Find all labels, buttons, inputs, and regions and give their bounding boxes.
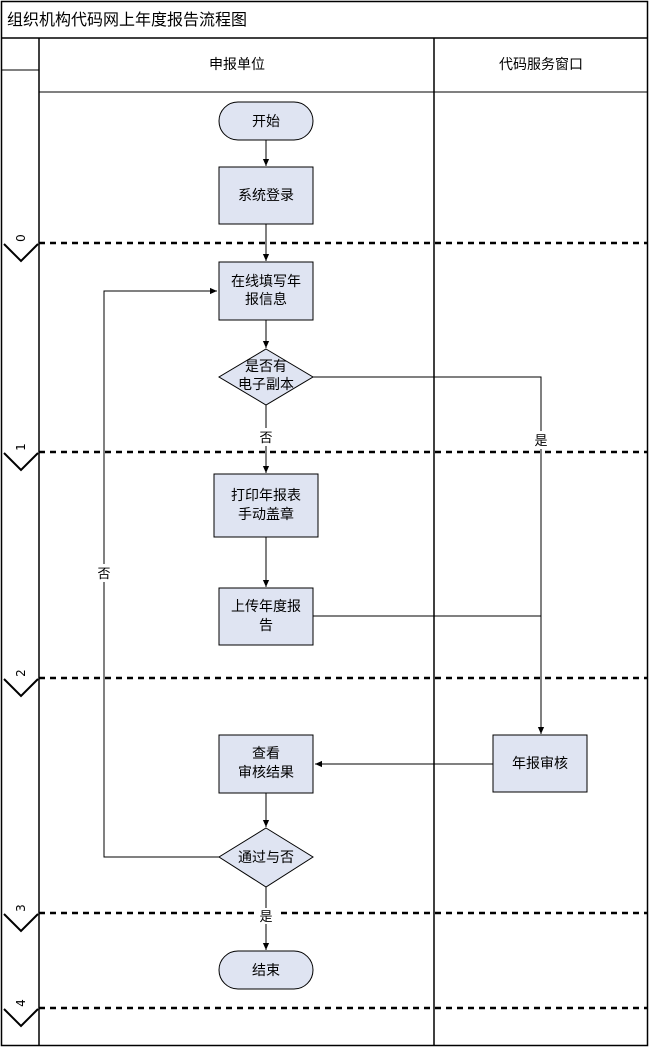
lane-header-service-window: 代码服务窗口: [499, 56, 583, 73]
node-end: 结束: [218, 950, 314, 990]
node-copy-decision: 是否有 电子副本: [218, 348, 314, 406]
phase-label-2: 2: [14, 669, 28, 677]
node-copy-label-line1: 是否有: [245, 359, 287, 375]
node-result-label-line2: 审核结果: [238, 765, 294, 781]
node-login-label: 系统登录: [238, 188, 294, 204]
phase-label-3: 3: [14, 904, 28, 912]
phase-label-4: 4: [14, 999, 28, 1007]
node-print: 打印年报表 手动盖章: [213, 473, 319, 538]
process-box: [218, 166, 314, 225]
phase-separators: [39, 241, 648, 1010]
node-fill-label-line2: 报信息: [245, 291, 287, 308]
node-review: 年报审核: [492, 734, 588, 793]
decision-diamond: [218, 827, 314, 888]
process-box: [213, 473, 319, 538]
edge-label-pass-yes: 是: [259, 910, 272, 925]
terminator-shape: [218, 101, 314, 141]
edge-label-copy-yes: 是: [534, 434, 547, 449]
node-review-label: 年报审核: [512, 756, 568, 772]
node-end-label: 结束: [252, 963, 280, 979]
node-print-label-line1: 打印年报表: [231, 487, 301, 504]
node-pass-decision: 通过与否: [218, 827, 314, 888]
node-fill: 在线填写年 报信息: [218, 261, 314, 321]
decision-diamond: [218, 348, 314, 406]
node-login: 系统登录: [218, 166, 314, 225]
edge-label-pass-no: 否: [97, 567, 110, 582]
node-upload-label-line1: 上传年度报: [231, 599, 301, 615]
node-copy-label-line2: 电子副本: [238, 377, 294, 393]
edge-copy-review: [313, 376, 545, 734]
node-start-label: 开始: [252, 114, 280, 130]
phase-chevrons: [3, 243, 39, 1028]
lane-header-applicant: 申报单位: [209, 57, 265, 73]
edge-label-copy-no: 否: [259, 431, 272, 446]
node-result: 查看 审核结果: [218, 734, 314, 794]
process-box: [492, 734, 588, 793]
process-box: [218, 734, 314, 794]
process-box: [218, 587, 314, 646]
node-result-label-line1: 查看: [252, 746, 280, 762]
node-print-label-line2: 手动盖章: [238, 506, 294, 523]
terminator-shape: [218, 950, 314, 990]
process-box: [218, 261, 314, 321]
phase-label-0: 0: [14, 234, 28, 242]
node-start: 开始: [218, 101, 314, 141]
node-fill-label-line1: 在线填写年: [231, 274, 301, 290]
diagram-title: 组织机构代码网上年度报告流程图: [7, 10, 247, 29]
node-upload-label-line2: 告: [259, 618, 273, 634]
node-upload: 上传年度报 告: [218, 587, 314, 646]
node-pass-label: 通过与否: [238, 850, 294, 866]
phase-label-1: 1: [14, 443, 28, 451]
